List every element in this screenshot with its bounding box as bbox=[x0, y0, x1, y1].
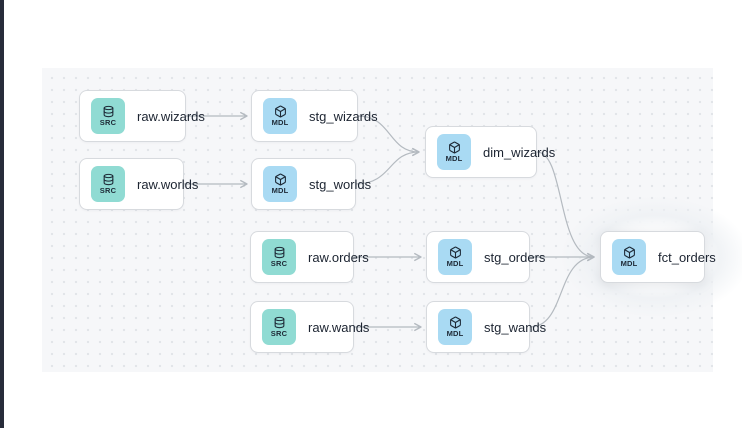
model-badge: MDL bbox=[438, 239, 472, 275]
database-icon bbox=[103, 174, 113, 186]
node-stg-wizards[interactable]: MDL stg_wizards bbox=[251, 90, 378, 142]
badge-label: MDL bbox=[620, 259, 638, 269]
badge-label: MDL bbox=[446, 329, 464, 339]
database-icon bbox=[103, 106, 113, 118]
database-icon bbox=[274, 247, 284, 259]
model-badge: MDL bbox=[612, 239, 646, 275]
node-label: raw.worlds bbox=[137, 176, 199, 192]
cube-icon bbox=[449, 316, 461, 329]
node-label: dim_wizards bbox=[483, 144, 556, 160]
model-badge: MDL bbox=[263, 166, 297, 202]
cube-icon bbox=[448, 141, 460, 154]
badge-label: MDL bbox=[271, 118, 289, 128]
badge-label: MDL bbox=[446, 259, 464, 269]
cube-icon bbox=[274, 105, 286, 118]
source-badge: SRC bbox=[91, 98, 125, 134]
source-badge: SRC bbox=[91, 166, 125, 202]
node-stg-wands[interactable]: MDL stg_wands bbox=[426, 301, 546, 353]
node-stg-worlds[interactable]: MDL stg_worlds bbox=[251, 158, 371, 210]
cube-icon bbox=[449, 246, 461, 259]
node-label: stg_worlds bbox=[309, 176, 372, 192]
node-label: stg_orders bbox=[484, 249, 546, 265]
model-badge: MDL bbox=[438, 309, 472, 345]
node-label: raw.wizards bbox=[137, 108, 205, 124]
node-raw-wizards[interactable]: SRC raw.wizards bbox=[79, 90, 205, 142]
node-label: raw.wands bbox=[308, 319, 370, 335]
node-raw-orders[interactable]: SRC raw.orders bbox=[250, 231, 369, 283]
badge-label: SRC bbox=[99, 186, 117, 196]
node-fct-orders[interactable]: MDL fct_orders bbox=[600, 231, 716, 283]
badge-label: SRC bbox=[270, 329, 288, 339]
cube-icon bbox=[274, 173, 286, 186]
node-raw-worlds[interactable]: SRC raw.worlds bbox=[79, 158, 198, 210]
badge-label: MDL bbox=[271, 186, 289, 196]
left-edge-bar bbox=[0, 0, 4, 428]
node-label: stg_wizards bbox=[309, 108, 378, 124]
source-badge: SRC bbox=[262, 309, 296, 345]
node-dim-wizards[interactable]: MDL dim_wizards bbox=[425, 126, 555, 178]
node-label: raw.orders bbox=[308, 249, 369, 265]
source-badge: SRC bbox=[262, 239, 296, 275]
model-badge: MDL bbox=[263, 98, 297, 134]
badge-label: SRC bbox=[99, 118, 117, 128]
cube-icon bbox=[623, 246, 635, 259]
node-raw-wands[interactable]: SRC raw.wands bbox=[250, 301, 369, 353]
node-stg-orders[interactable]: MDL stg_orders bbox=[426, 231, 545, 283]
database-icon bbox=[274, 317, 284, 329]
node-label: fct_orders bbox=[658, 249, 716, 265]
badge-label: MDL bbox=[445, 154, 463, 164]
badge-label: SRC bbox=[270, 259, 288, 269]
model-badge: MDL bbox=[437, 134, 471, 170]
node-label: stg_wands bbox=[484, 319, 547, 335]
